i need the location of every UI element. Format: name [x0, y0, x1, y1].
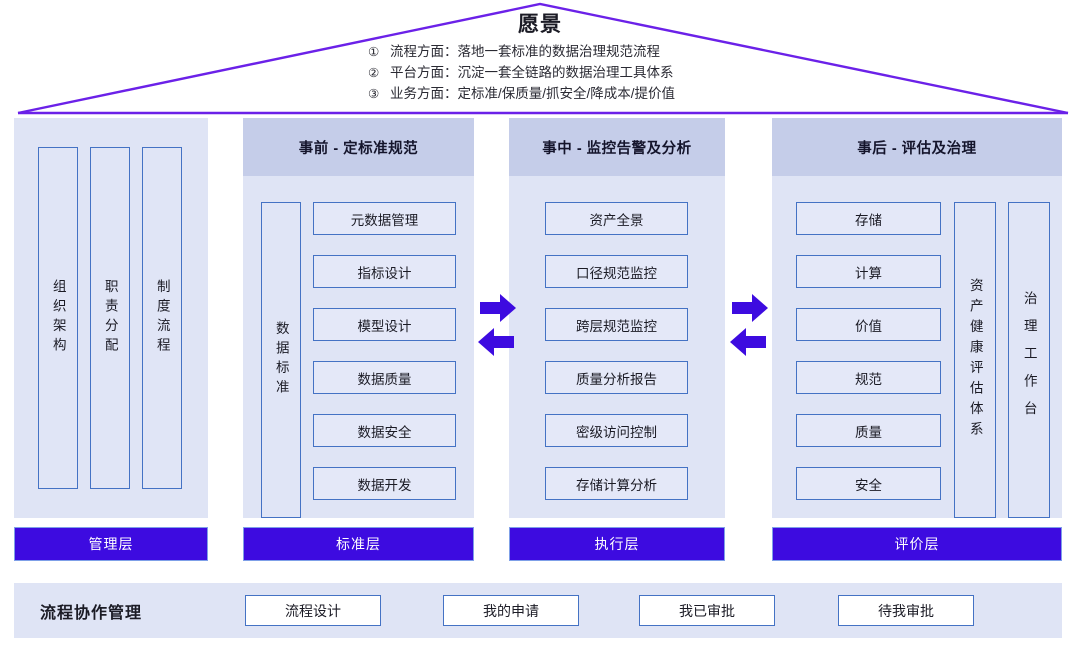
bidirectional-arrow-icon	[730, 294, 768, 356]
vision-item-text: 流程方面：落地一套标准的数据治理规范流程	[390, 44, 660, 59]
item-box[interactable]: 指标设计	[313, 255, 456, 288]
arrow-between-during-after	[726, 284, 772, 368]
item-box[interactable]: 模型设计	[313, 308, 456, 341]
layer-bar-management[interactable]: 管理层	[14, 527, 208, 561]
item-box[interactable]: 密级访问控制	[545, 414, 688, 447]
vision-title: 愿景	[518, 13, 562, 36]
item-box[interactable]: 资产全景	[545, 202, 688, 235]
item-box[interactable]: 价值	[796, 308, 941, 341]
vertical-box-responsibility-label: 职责分配	[102, 279, 118, 357]
column-during-header: 事中 - 监控告警及分析	[509, 118, 725, 176]
vertical-box-organization-label: 组织架构	[50, 279, 66, 357]
pillar-columns: 组织架构 职责分配 制度流程 事前 - 定标准规范 数据标准 元数据管理 指标设…	[0, 118, 1080, 518]
layer-bar-execution[interactable]: 执行层	[509, 527, 725, 561]
roof-outline-icon	[17, 2, 1069, 115]
process-collaboration-label: 流程协作管理	[40, 604, 143, 622]
vision-list: ① 流程方面：落地一套标准的数据治理规范流程 ② 平台方面：沉淀一套全链路的数据…	[368, 42, 788, 105]
vertical-box-asset-health-system[interactable]: 资产健康评估体系	[954, 202, 996, 518]
vertical-box-data-standard-label: 数据标准	[273, 321, 289, 399]
process-collaboration-row: 流程协作管理 流程设计 我的申请 我已审批 待我审批	[14, 583, 1062, 638]
item-box[interactable]: 计算	[796, 255, 941, 288]
vertical-box-institution-label: 制度流程	[154, 279, 170, 357]
vertical-box-organization[interactable]: 组织架构	[38, 147, 78, 489]
vision-item-text: 业务方面：定标准/保质量/抓安全/降成本/提价值	[390, 86, 676, 101]
vision-item: ② 平台方面：沉淀一套全链路的数据治理工具体系	[368, 63, 788, 83]
arrow-between-before-during	[474, 284, 520, 368]
item-box[interactable]: 质量	[796, 414, 941, 447]
item-box[interactable]: 数据开发	[313, 467, 456, 500]
item-box[interactable]: 跨层规范监控	[545, 308, 688, 341]
column-during: 事中 - 监控告警及分析 资产全景 口径规范监控 跨层规范监控 质量分析报告 密…	[509, 118, 725, 518]
process-button-pending-approval[interactable]: 待我审批	[838, 595, 974, 626]
vision-item-number: ②	[368, 66, 380, 80]
column-during-body: 资产全景 口径规范监控 跨层规范监控 质量分析报告 密级访问控制 存储计算分析	[509, 176, 725, 518]
column-before-body: 数据标准 元数据管理 指标设计 模型设计 数据质量 数据安全 数据开发	[243, 176, 474, 518]
vertical-box-responsibility[interactable]: 职责分配	[90, 147, 130, 489]
process-button-flow-design[interactable]: 流程设计	[245, 595, 381, 626]
process-button-my-approved[interactable]: 我已审批	[639, 595, 775, 626]
item-box[interactable]: 元数据管理	[313, 202, 456, 235]
layer-bar-evaluation[interactable]: 评价层	[772, 527, 1062, 561]
vertical-box-asset-health-system-label: 资产健康评估体系	[967, 278, 983, 442]
item-box[interactable]: 规范	[796, 361, 941, 394]
item-box[interactable]: 安全	[796, 467, 941, 500]
vertical-box-governance-workbench[interactable]: 治理工作台	[1008, 202, 1050, 518]
vision-item: ③ 业务方面：定标准/保质量/抓安全/降成本/提价值	[368, 84, 788, 104]
item-box[interactable]: 数据安全	[313, 414, 456, 447]
vision-item-number: ③	[368, 87, 380, 101]
column-during-item-list: 资产全景 口径规范监控 跨层规范监控 质量分析报告 密级访问控制 存储计算分析	[545, 202, 688, 500]
column-management-body: 组织架构 职责分配 制度流程	[14, 118, 208, 518]
roof-triangle	[0, 0, 1080, 118]
vertical-box-governance-workbench-label: 治理工作台	[1021, 291, 1037, 429]
column-after: 事后 - 评估及治理 存储 计算 价值 规范 质量 安全 资产健康评估体系 治理…	[772, 118, 1062, 518]
bidirectional-arrow-icon	[478, 294, 516, 356]
process-button-my-requests[interactable]: 我的申请	[443, 595, 579, 626]
layer-bar-standard[interactable]: 标准层	[243, 527, 474, 561]
item-box[interactable]: 质量分析报告	[545, 361, 688, 394]
column-before: 事前 - 定标准规范 数据标准 元数据管理 指标设计 模型设计 数据质量 数据安…	[243, 118, 474, 518]
item-box[interactable]: 口径规范监控	[545, 255, 688, 288]
vertical-box-data-standard[interactable]: 数据标准	[261, 202, 301, 518]
vision-item: ① 流程方面：落地一套标准的数据治理规范流程	[368, 42, 788, 62]
vision-item-text: 平台方面：沉淀一套全链路的数据治理工具体系	[390, 65, 674, 80]
column-after-header: 事后 - 评估及治理	[772, 118, 1062, 176]
column-before-header: 事前 - 定标准规范	[243, 118, 474, 176]
item-box[interactable]: 存储	[796, 202, 941, 235]
vision-item-number: ①	[368, 45, 380, 59]
column-before-item-list: 元数据管理 指标设计 模型设计 数据质量 数据安全 数据开发	[313, 202, 456, 500]
item-box[interactable]: 存储计算分析	[545, 467, 688, 500]
vertical-box-institution[interactable]: 制度流程	[142, 147, 182, 489]
column-after-body: 存储 计算 价值 规范 质量 安全 资产健康评估体系 治理工作台	[772, 176, 1062, 518]
item-box[interactable]: 数据质量	[313, 361, 456, 394]
column-management: 组织架构 职责分配 制度流程	[14, 118, 208, 518]
column-after-item-list: 存储 计算 价值 规范 质量 安全	[796, 202, 941, 500]
